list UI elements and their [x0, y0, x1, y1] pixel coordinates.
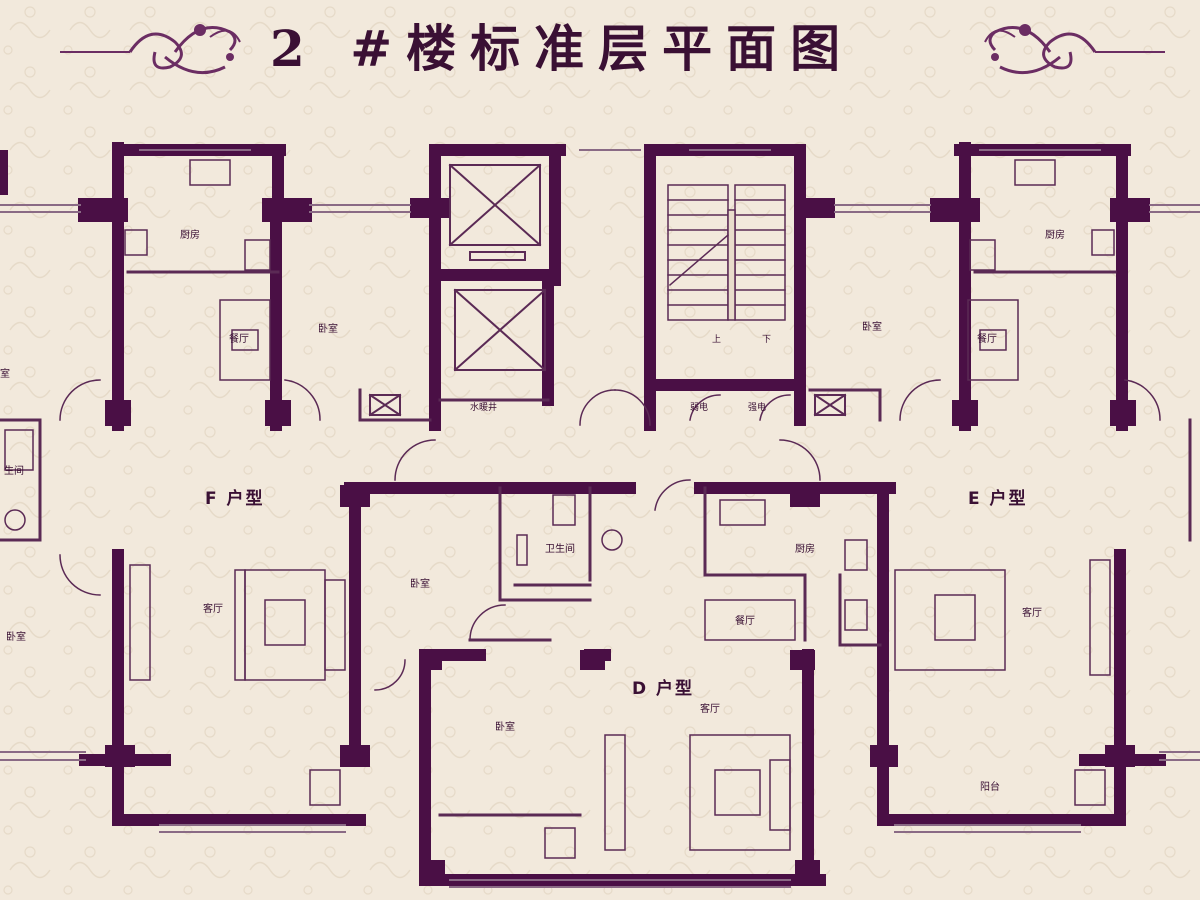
- d-bathroom-label: 卫生间: [545, 544, 575, 555]
- e-bedroom-top-label: 卧室: [862, 322, 882, 333]
- d-dining-label: 餐厅: [735, 616, 755, 627]
- e-balcony-label: 阳台: [980, 782, 1000, 793]
- partitions: [0, 270, 1192, 817]
- d-bedroom-label: 卧室: [495, 722, 515, 733]
- edge-bedroom-fragment: 室: [0, 369, 10, 380]
- e-living-label: 客厅: [1022, 608, 1042, 619]
- d-kitchen-label: 厨房: [795, 544, 815, 555]
- stair-up-label: 上: [712, 335, 722, 345]
- doors: [59, 379, 1161, 691]
- e-kitchen-label: 厨房: [1045, 230, 1065, 241]
- right-ornament: [984, 24, 1165, 75]
- d-bedroom-top-label: 卧室: [410, 579, 430, 590]
- strong-current-label: 强电: [748, 403, 767, 413]
- stair-down-label: 下: [762, 335, 772, 345]
- furniture: [4, 159, 1115, 859]
- f-dining-label: 餐厅: [229, 334, 249, 345]
- e-dining-label: 餐厅: [977, 334, 997, 345]
- edge-bathroom-fragment: 生间: [4, 466, 24, 477]
- windows: [0, 149, 1200, 888]
- elevators: [368, 163, 847, 417]
- unit-d-label: D 户型: [632, 679, 695, 699]
- page-title: 2 #楼标准层平面图: [270, 19, 855, 78]
- stair: [667, 184, 786, 321]
- water-shaft-label: 水暖井: [470, 403, 498, 413]
- unit-f-label: F 户型: [205, 489, 265, 509]
- f-left-bedroom-label: 卧室: [6, 632, 26, 643]
- f-kitchen-label: 厨房: [180, 230, 200, 241]
- f-living-label: 客厅: [203, 604, 223, 615]
- f-bedroom-label: 卧室: [318, 324, 338, 335]
- unit-e-label: E 户型: [968, 489, 1028, 509]
- structural-walls: [79, 142, 1166, 886]
- d-living-label: 客厅: [700, 704, 720, 715]
- columns: [0, 150, 1150, 885]
- weak-current-label: 弱电: [690, 403, 709, 413]
- left-ornament: [60, 24, 241, 75]
